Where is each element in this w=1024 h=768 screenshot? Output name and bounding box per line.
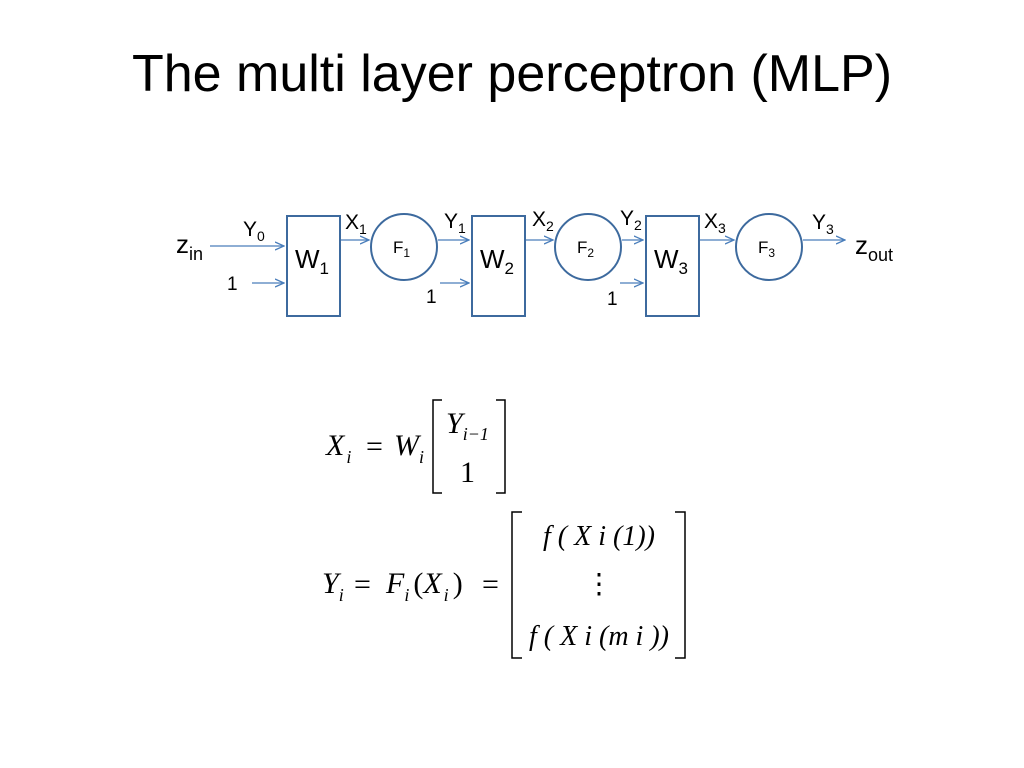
eq1-equals: = [366,430,383,463]
bias-label-1: 1 [227,274,238,295]
eq1-weight: Wi [394,429,424,467]
eq2-equals-1: = [354,568,371,601]
signal-label-x3: X3 [704,210,726,236]
activation-label-1: F1 [393,238,410,260]
activation-label-3: F3 [758,238,775,260]
signal-label-y1: Y1 [444,210,466,236]
signal-label-x1: X1 [345,211,367,237]
weight-label-2: W2 [480,244,514,278]
input-label: zin [176,229,203,264]
eq1-bracket-right [496,399,506,494]
bias-label-2: 1 [426,287,437,308]
eq1-vector-bottom: 1 [460,456,475,489]
mlp-diagram: zin zout 1 1 1 Y0 X1 Y1 X2 Y2 X3 Y3 W1 W… [176,207,893,317]
eq2-row-3: f ( X i (m i )) [529,621,669,652]
weight-label-1: W1 [295,244,329,278]
eq2-bracket-left [511,511,522,659]
eq2-row-2: ⋮ [585,569,613,600]
bias-label-3: 1 [607,289,618,310]
activation-node-1 [370,213,438,281]
signal-label-y3: Y3 [812,211,834,237]
eq2-row-1: f ( X i (1)) [543,521,655,552]
activation-label-2: F2 [577,238,594,260]
weight-block-2 [471,215,526,317]
output-label: zout [855,230,893,265]
weight-label-3: W3 [654,244,688,278]
signal-label-y0: Y0 [243,218,265,244]
activation-node-2 [554,213,622,281]
eq2-bracket-right [675,511,686,659]
slide-title: The multi layer perceptron (MLP) [131,45,893,103]
signal-label-x2: X2 [532,208,554,234]
activation-node-3 [735,213,803,281]
weight-block-1 [286,215,341,317]
eq2-lhs: Yi [322,567,344,605]
eq2-equals-2: = [482,568,499,601]
signal-label-y2: Y2 [620,207,642,233]
weight-block-3 [645,215,700,317]
eq1-vector-top: Yi−1 [446,407,489,444]
eq1-bracket-left [432,399,442,494]
